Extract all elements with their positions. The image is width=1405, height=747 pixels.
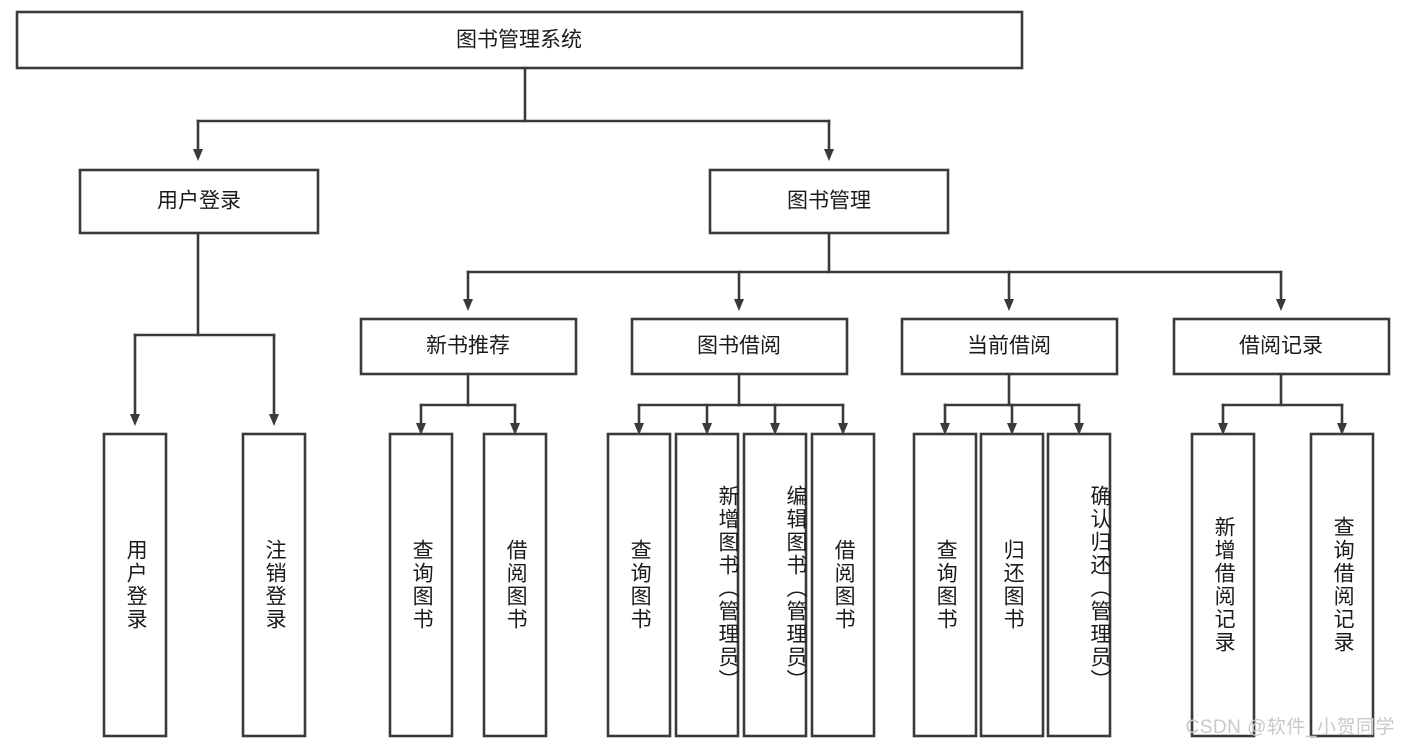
connector-group-borrow-record: [1218, 372, 1347, 435]
leaf-book-borrow-0[interactable]: [606, 432, 672, 738]
leaf-current-borrow-0[interactable]: [912, 432, 978, 738]
connector-group-new-book: [416, 372, 520, 435]
node-book-borrow[interactable]: [630, 317, 849, 376]
leaf-new-book-1[interactable]: [482, 432, 548, 738]
leaf-user-login-0[interactable]: [102, 432, 168, 738]
connector-group-book-borrow: [634, 372, 848, 435]
connector-group-root: [193, 66, 834, 161]
node-book-manage-label: 图书管理: [787, 190, 871, 213]
leaf-new-book-0[interactable]: [388, 432, 454, 738]
watermark-label: CSDN @软件_小贺同学: [1185, 717, 1395, 738]
leaf-book-borrow-3[interactable]: [810, 432, 876, 738]
node-user-login[interactable]: [78, 168, 320, 235]
node-current-borrow-label: 当前借阅: [967, 335, 1051, 358]
node-new-book-recommend-label: 新书推荐: [426, 335, 510, 358]
leaf-book-borrow-2[interactable]: [742, 432, 808, 738]
node-borrow-record[interactable]: [1172, 317, 1391, 376]
node-current-borrow[interactable]: [900, 317, 1119, 376]
node-user-login-label: 用户登录: [157, 190, 241, 213]
node-borrow-record-label: 借阅记录: [1239, 335, 1323, 358]
node-book-manage[interactable]: [708, 168, 950, 235]
leaf-current-borrow-1[interactable]: [979, 432, 1045, 738]
leaf-borrow-record-0[interactable]: [1190, 432, 1256, 738]
connector-group-current-borrow: [940, 372, 1084, 435]
node-book-borrow-label: 图书借阅: [697, 335, 781, 358]
connector-group-user-login: [130, 231, 279, 426]
leaf-borrow-record-1[interactable]: [1309, 432, 1375, 738]
leaf-user-login-1[interactable]: [241, 432, 307, 738]
node-root-label: 图书管理系统: [456, 29, 582, 52]
leaf-book-borrow-1[interactable]: [674, 432, 740, 738]
node-root[interactable]: [15, 10, 1024, 70]
connector-group-book-manage: [463, 231, 1286, 311]
leaf-current-borrow-2[interactable]: [1046, 432, 1112, 738]
node-new-book-recommend[interactable]: [359, 317, 578, 376]
